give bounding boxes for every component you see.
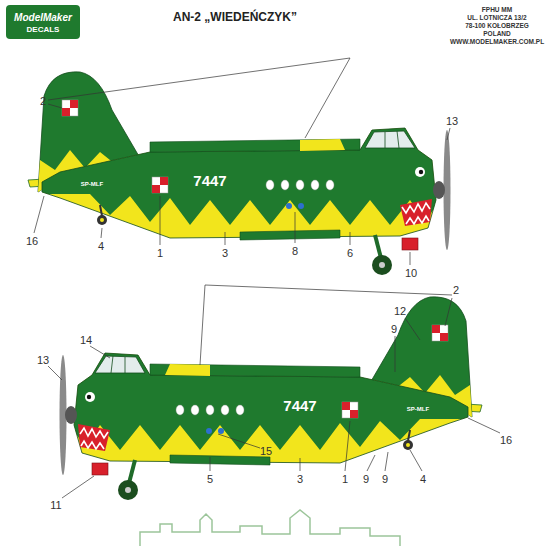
callout-number: 13 [446,115,458,127]
address-line: FPHU MM [482,6,512,13]
sheet-title: AN-2 „WIEDEŃCZYK” [173,11,297,24]
callout-number: 8 [292,245,298,257]
city-skyline [140,510,400,546]
leader-lines [34,58,500,498]
callout-number: 4 [98,240,104,252]
callout-number: 3 [222,247,228,259]
callout-number: 13 [37,354,49,366]
callout-number: 4 [420,473,426,485]
callout-number: 10 [405,267,417,279]
registration-mark: SP-MLF [407,406,429,413]
callout-number: 5 [207,473,213,485]
callout-number: 9 [382,473,388,485]
callout-number: 1 [342,473,348,485]
callout-number: 11 [50,499,61,511]
aircraft-left-side [50,297,482,500]
address-line: WWW.MODELMAKER.COM.PL [450,38,544,45]
callout-number: 6 [347,247,353,259]
callout-number: 2 [40,95,46,107]
callout-number: 12 [394,305,406,317]
callout-number: 16 [26,235,38,247]
aircraft-right-side [28,72,460,275]
callout-number: 14 [80,334,92,346]
address-line: POLAND [483,30,510,37]
tactical-number: 7447 [193,173,226,190]
callout-number: 15 [260,445,272,457]
tactical-number: 7447 [283,398,316,415]
logo-plate [6,5,80,39]
callout-number: 9 [391,323,397,335]
callout-number: 9 [363,473,369,485]
address-line: UL. LOTNICZA 13/2 [467,14,526,21]
logo-text: ModelMaker [14,12,72,23]
registration-mark: SP-MLF [81,181,103,188]
logo-text: DECALS [27,26,60,35]
callout-number: 16 [500,434,512,446]
callout-number: 2 [453,284,459,296]
callout-number: 3 [297,473,303,485]
address-line: 78-100 KOŁOBRZEG [465,22,529,29]
callout-number: 1 [157,247,163,259]
